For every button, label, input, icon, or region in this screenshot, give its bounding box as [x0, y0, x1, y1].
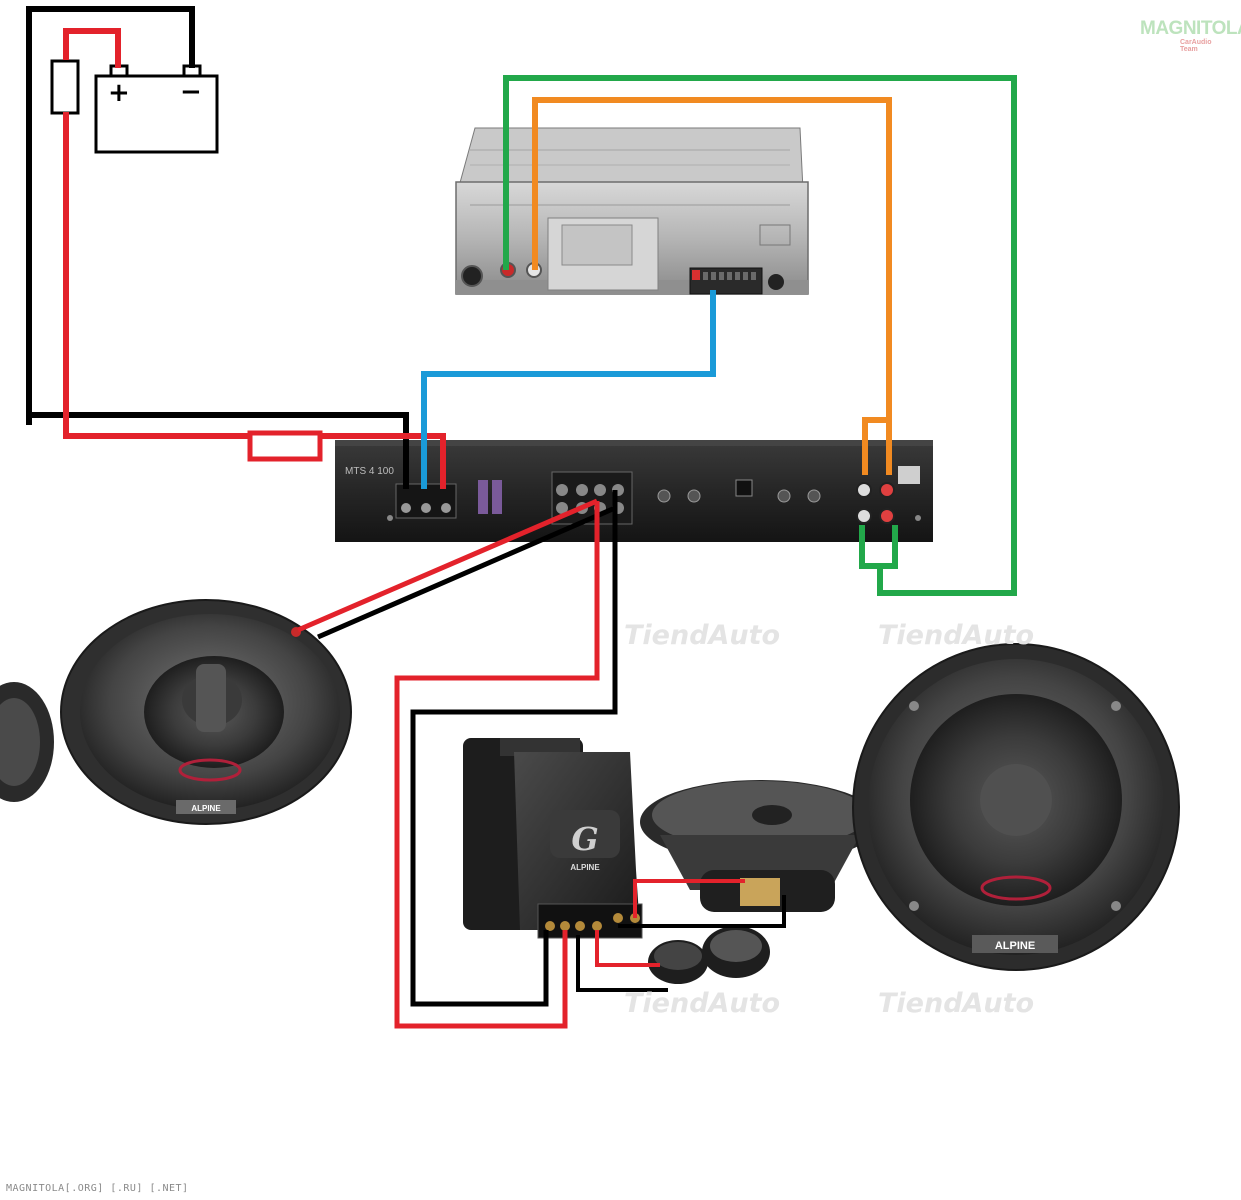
wire-woofer-negative — [618, 895, 786, 928]
wire-ground-battery — [26, 6, 195, 425]
battery-plus: + — [108, 78, 130, 108]
svg-text:G: G — [571, 820, 598, 858]
watermark: TiendAuto — [624, 988, 780, 1019]
head-unit — [455, 127, 809, 295]
crossover: G ALPINE — [463, 738, 643, 939]
wires — [26, 6, 1017, 1029]
watermark: TiendAuto — [624, 620, 780, 651]
wire-power-battery — [63, 28, 121, 68]
wire-xover-positive — [394, 501, 600, 1029]
wire-tweeter-positive — [595, 930, 660, 967]
wire-tweeter-negative — [576, 935, 668, 992]
logo-main: MAGNITOLA — [1140, 18, 1241, 39]
component-speaker-brand: ALPINE — [995, 940, 1035, 952]
watermark: TiendAuto — [878, 620, 1034, 651]
wire-woofer-positive — [633, 879, 745, 918]
speaker-6x9-brand: ALPINE — [191, 804, 221, 813]
magnitola-logo: MAGNITOLA CarAudio Team — [1138, 18, 1241, 53]
wire-xover-negative — [410, 490, 618, 1007]
amp-model-label: MTS 4 100 — [345, 466, 394, 477]
fuse-main — [50, 59, 80, 115]
battery — [94, 64, 219, 154]
wire-rca-right — [503, 75, 1017, 596]
footer-text: MAGNITOLA[.ORG] [.RU] [.NET] — [6, 1183, 189, 1194]
watermark: TiendAuto — [878, 988, 1034, 1019]
battery-minus: − — [180, 77, 202, 107]
wire-ground-amp — [29, 412, 409, 489]
logo-sub: CarAudio Team — [1180, 39, 1212, 53]
component-speaker-front: ALPINE — [852, 643, 1180, 971]
speaker-6x9: ALPINE — [0, 599, 352, 825]
fuse-inline — [247, 430, 323, 462]
component-midbass — [640, 780, 880, 912]
wire-rca-left — [532, 97, 892, 475]
wire-6x9-positive — [297, 498, 598, 633]
tweeters — [648, 926, 770, 984]
crossover-brand: ALPINE — [570, 863, 600, 872]
wire-remote — [421, 290, 716, 489]
wire-6x9-negative — [317, 505, 616, 640]
